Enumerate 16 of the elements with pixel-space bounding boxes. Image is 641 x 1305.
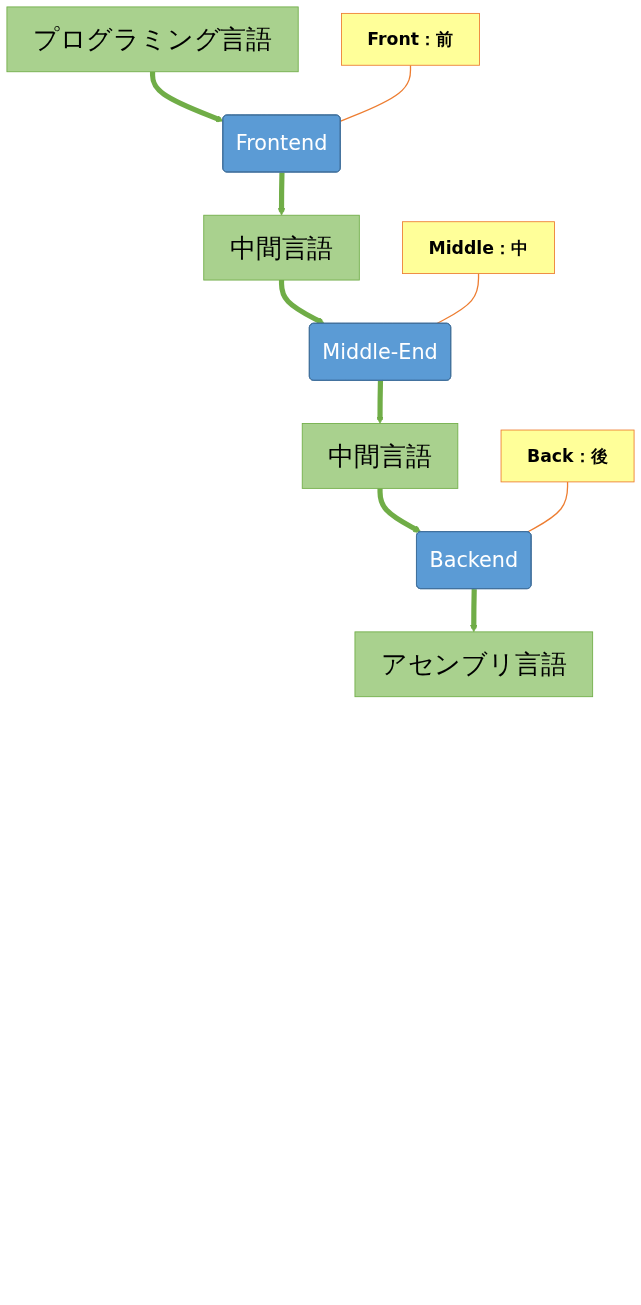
- connector: [435, 272, 480, 325]
- node-box: アセンブリ言語: [354, 631, 594, 698]
- connector: [526, 481, 569, 533]
- arrow: [376, 380, 384, 424]
- node-box: 中間言語: [301, 423, 459, 489]
- node-box: Back：後: [500, 429, 635, 483]
- node-box: 中間言語: [203, 214, 360, 281]
- arrow: [377, 488, 422, 533]
- arrow: [149, 71, 224, 123]
- node-box: プログラミング言語: [6, 6, 299, 73]
- connector: [340, 64, 412, 122]
- node-box: Front：前: [341, 12, 480, 66]
- arrow: [278, 280, 325, 325]
- arrow: [470, 589, 478, 633]
- node-box: Middle：中: [402, 221, 555, 274]
- arrow: [277, 172, 286, 216]
